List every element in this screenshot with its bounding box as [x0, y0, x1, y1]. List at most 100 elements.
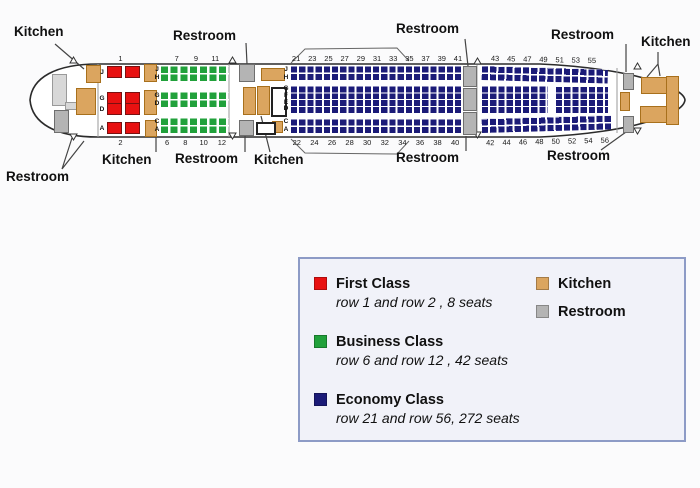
kitchen-block	[261, 68, 285, 81]
row-number: 33	[389, 54, 398, 63]
row-number: 22	[292, 138, 301, 147]
legend-item-title: Economy Class	[336, 392, 444, 408]
first-class-seat	[107, 66, 122, 78]
first-class-seat	[125, 103, 140, 115]
legend-text: Economy Class row 21 and row 56, 272 sea…	[336, 391, 520, 427]
legend-item-title: Business Class	[336, 334, 444, 350]
kitchen-block	[620, 92, 630, 111]
row-number: 29	[356, 54, 366, 63]
row-number: 21	[291, 54, 301, 63]
row-number: 11	[211, 54, 220, 63]
kitchen-block	[257, 86, 270, 115]
bulkhead-lines	[97, 64, 618, 137]
legend: First Class row 1 and row 2 , 8 seats Bu…	[298, 257, 686, 442]
seat-letter: G	[154, 92, 160, 99]
kitchen-label: Kitchen	[254, 152, 304, 167]
row-number: 2	[118, 138, 123, 147]
legend-classes: First Class row 1 and row 2 , 8 seats Bu…	[314, 275, 520, 449]
kitchen-block	[144, 64, 157, 82]
row-number: 1	[118, 54, 123, 63]
restroom-block	[463, 66, 477, 87]
kitchen-block	[640, 106, 669, 123]
closet-block	[271, 87, 287, 117]
row-number: 49	[539, 54, 548, 65]
kitchen-block	[243, 87, 256, 115]
seat-letter: F	[284, 91, 288, 99]
restroom-block	[463, 88, 477, 111]
kitchen-label: Kitchen	[102, 152, 152, 167]
row-number: 51	[555, 55, 564, 65]
row-number: 26	[327, 138, 337, 147]
restroom-block	[239, 120, 254, 136]
wing-bracket-top	[290, 47, 410, 64]
business-seats-bottom	[161, 118, 229, 133]
row-number: 43	[490, 53, 500, 64]
legend-item: First Class row 1 and row 2 , 8 seats	[314, 275, 520, 311]
legend-item: Business Class row 6 and row 12 , 42 sea…	[314, 333, 520, 369]
row-number: 46	[518, 137, 528, 147]
seat-letter: C	[154, 118, 160, 125]
legend-swatch	[536, 277, 549, 290]
legend-swatch	[314, 393, 327, 406]
legend-item: Restroom	[536, 303, 626, 321]
restroom-label: Restroom	[173, 28, 237, 43]
row-number: 55	[587, 55, 597, 66]
legend-text: Business Class row 6 and row 12 , 42 sea…	[336, 333, 508, 369]
kitchen-label: Kitchen	[14, 24, 64, 39]
row-number: 48	[535, 137, 544, 147]
cockpit-partition	[52, 74, 67, 106]
kitchen-block	[144, 90, 157, 115]
row-number: 42	[485, 138, 495, 148]
row-number: 7	[174, 54, 179, 63]
legend-item-title: First Class	[336, 276, 411, 292]
row-number: 50	[551, 136, 560, 146]
legend-item-title: Restroom	[558, 304, 626, 320]
leader-lines	[54, 38, 661, 170]
row-number: 31	[372, 54, 382, 63]
kitchen-block	[666, 76, 679, 125]
row-number: 47	[523, 54, 532, 64]
legend-item: Kitchen	[536, 275, 626, 293]
restroom-label: Restroom	[396, 150, 460, 165]
economy-seats-front-bottom	[291, 119, 463, 133]
kitchen-block	[145, 120, 157, 137]
row-number: 23	[308, 54, 317, 63]
seat-letter: A	[283, 125, 289, 133]
row-number: 56	[600, 135, 610, 145]
seat-letter: D	[154, 99, 160, 107]
wing-bracket-bottom	[290, 138, 410, 155]
closet-block	[256, 122, 276, 135]
economy-seats-rear-mid	[482, 86, 548, 113]
restroom-block	[623, 116, 634, 133]
row-number: 38	[433, 138, 442, 147]
restroom-label: Restroom	[547, 148, 611, 163]
first-class-seat	[107, 103, 122, 115]
seat-letter: D	[283, 105, 289, 113]
row-number: 37	[421, 54, 430, 63]
row-number: 24	[310, 138, 319, 147]
legend-facilities: Kitchen Restroom	[536, 275, 626, 331]
seat-letter: H	[283, 73, 289, 81]
economy-seats-rear-mid2	[556, 87, 608, 113]
seat-letter: J	[100, 69, 104, 76]
restroom-block	[623, 73, 634, 90]
row-number: 53	[571, 55, 581, 65]
row-number: 6	[165, 138, 170, 147]
restroom-block	[463, 112, 477, 135]
business-seats-mid	[161, 92, 229, 107]
row-number: 54	[584, 136, 593, 146]
legend-text: First Class row 1 and row 2 , 8 seats	[336, 275, 492, 311]
kitchen-block	[641, 77, 669, 94]
business-seats-top	[161, 66, 229, 81]
seat-letters-first-top: J	[98, 67, 106, 78]
legend-item-detail: row 1 and row 2 , 8 seats	[336, 294, 493, 310]
